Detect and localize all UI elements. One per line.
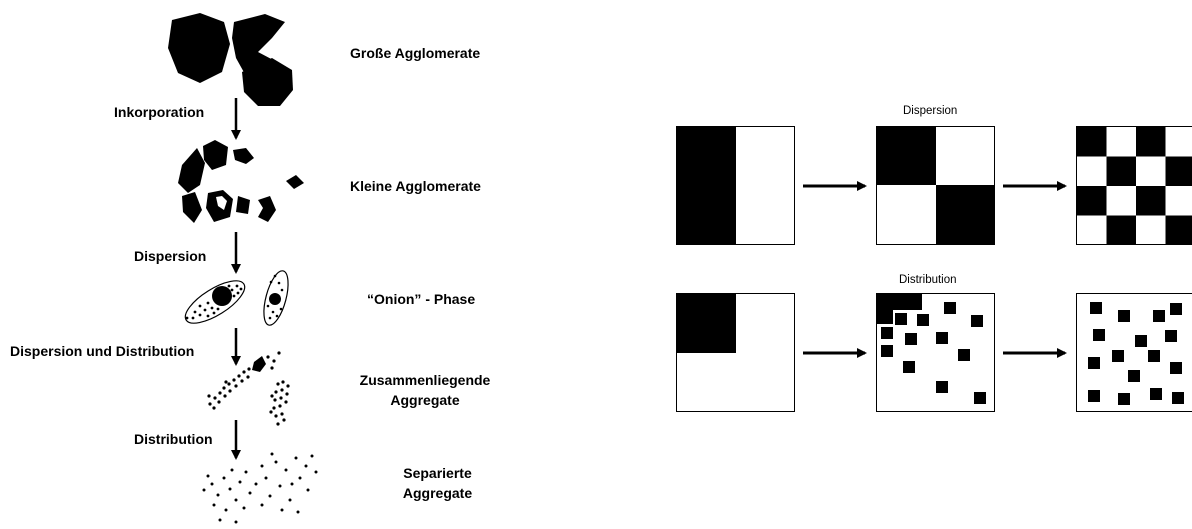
step-distribution: Distribution bbox=[134, 431, 213, 447]
step-incorporation: Inkorporation bbox=[114, 104, 205, 120]
stage-small-agglomerates: Kleine Agglomerate bbox=[350, 178, 481, 194]
dispersion-label: Dispersion bbox=[903, 105, 958, 117]
stage-separated-aggregates: Separierte Aggregate bbox=[402, 465, 473, 501]
adjacent-aggregates-illustration bbox=[207, 351, 290, 426]
stage-adjacent-aggregates: Zusammenliegende Aggregate bbox=[359, 372, 491, 408]
stage-onion-phase: “Onion” - Phase bbox=[367, 291, 476, 307]
stage-large-agglomerates: Große Agglomerate bbox=[350, 45, 481, 61]
separated-aggregates-illustration bbox=[202, 452, 318, 524]
step-dispersion: Dispersion bbox=[134, 248, 207, 264]
onion-phase-illustration bbox=[184, 270, 289, 326]
dispersion-row bbox=[676, 126, 1192, 245]
small-agglomerates-illustration bbox=[178, 140, 304, 223]
large-agglomerates-illustration bbox=[168, 13, 293, 106]
step-dispersion-distribution: Dispersion und Distribution bbox=[10, 343, 195, 359]
distribution-row bbox=[676, 293, 1192, 412]
distribution-label: Distribution bbox=[899, 274, 957, 286]
